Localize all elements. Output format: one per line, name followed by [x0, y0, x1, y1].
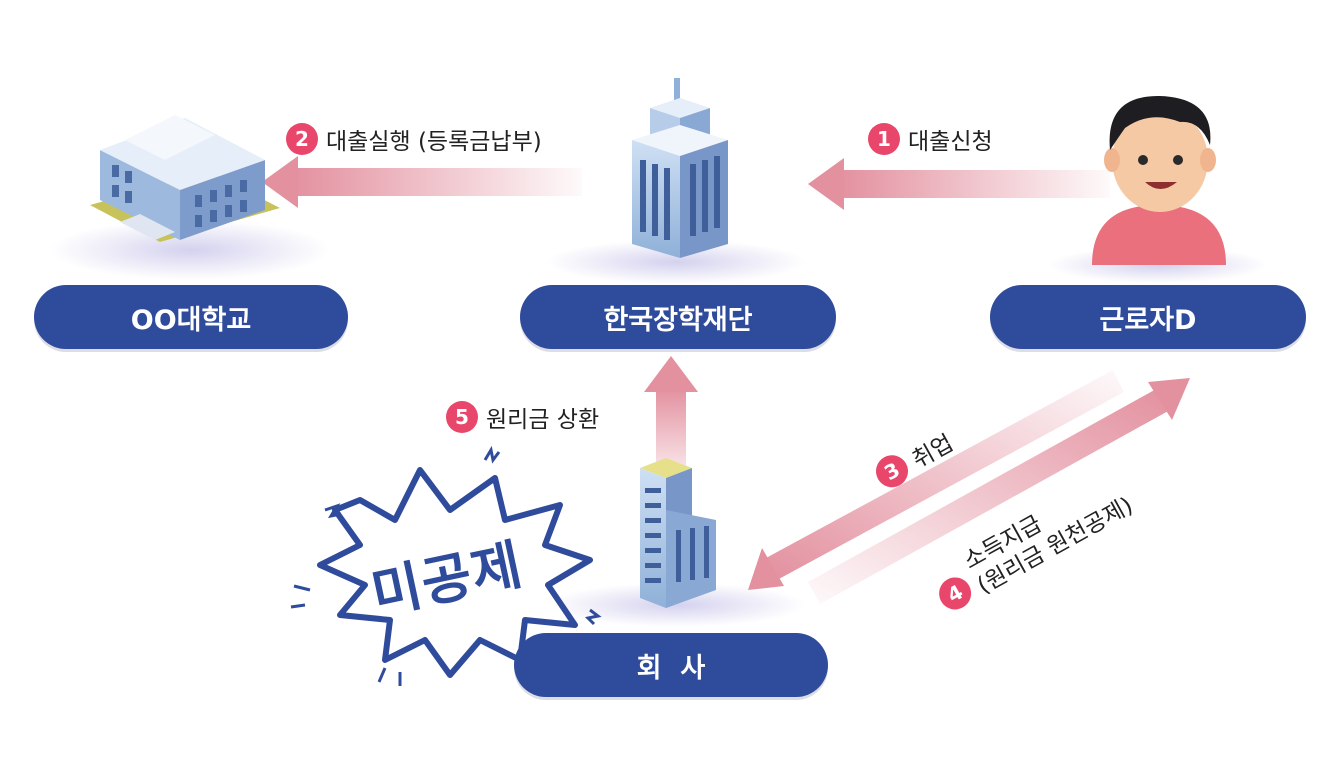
node-university: OO대학교 — [34, 285, 348, 349]
step-label: 대출실행 (등록금납부) — [326, 129, 542, 155]
node-worker: 근로자D — [990, 285, 1306, 349]
arrow-repayment — [644, 356, 698, 468]
arrow-employment — [748, 370, 1124, 590]
worker-person-icon — [1048, 95, 1268, 283]
node-company: 회 사 — [514, 633, 828, 697]
step-label: 원리금 상환 — [486, 407, 600, 433]
burst-shape — [290, 445, 602, 686]
step-2-loan-execution: 2 대출실행 (등록금납부) — [286, 122, 542, 156]
step-number-badge: 1 — [868, 123, 900, 155]
arrow-loan-execution — [262, 156, 582, 208]
university-building-icon — [50, 115, 330, 280]
foundation-tower-icon — [546, 78, 806, 284]
arrow-income — [808, 378, 1190, 604]
step-5-repayment: 5 원리금 상환 — [446, 400, 599, 434]
arrow-loan-application — [808, 158, 1110, 210]
step-1-loan-application: 1 대출신청 — [868, 122, 993, 156]
step-label: 대출신청 — [908, 129, 993, 155]
node-foundation: 한국장학재단 — [520, 285, 836, 349]
step-number-badge: 5 — [446, 401, 478, 433]
step-number-badge: 2 — [286, 123, 318, 155]
company-building-icon — [546, 458, 806, 627]
